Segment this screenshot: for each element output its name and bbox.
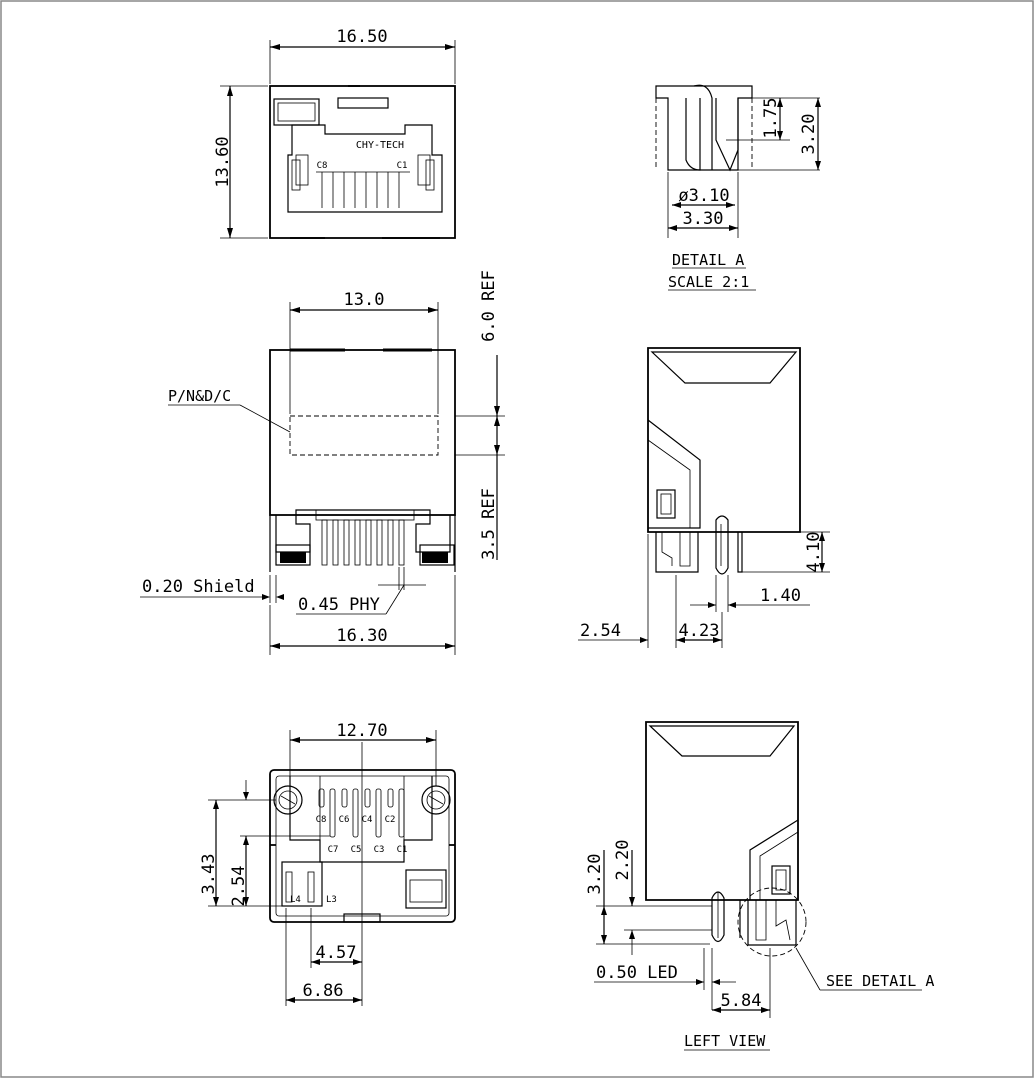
bottom-view: C8 C6 C4 C2 C7 C5 C3 C1 L4 L3 12.70 3.43 bbox=[199, 721, 456, 1006]
dim-1-75: 1.75 bbox=[761, 98, 781, 139]
dim-3-5-ref: 3.5 REF bbox=[479, 488, 499, 560]
top-view-pins bbox=[315, 509, 415, 566]
front-pin-c8: C8 bbox=[317, 161, 328, 171]
led-l4: L4 bbox=[290, 895, 301, 905]
see-detail-a-label: SEE DETAIL A bbox=[826, 972, 934, 990]
front-port-opening bbox=[287, 124, 443, 213]
pin-c2: C2 bbox=[385, 815, 396, 825]
detail-a-scale: SCALE 2:1 bbox=[668, 273, 749, 291]
dim-5-84: 5.84 bbox=[721, 991, 762, 1011]
dim-12-70: 12.70 bbox=[336, 721, 387, 741]
dim-2-54-side: 2.54 bbox=[580, 621, 621, 641]
front-pin-c1: C1 bbox=[397, 161, 408, 171]
dim-3-30: 3.30 bbox=[683, 209, 724, 229]
pin-c3: C3 bbox=[374, 845, 385, 855]
pin-c4: C4 bbox=[362, 815, 373, 825]
brand-label: CHY-TECH bbox=[356, 140, 404, 151]
dim-0-50-led: 0.50 LED bbox=[596, 963, 678, 983]
dim-13-60: 13.60 bbox=[213, 136, 233, 187]
dim-6-0-ref: 6.0 REF bbox=[479, 270, 499, 342]
bottom-pins-top-row bbox=[318, 788, 394, 808]
pn-dc-label: P/N&D/C bbox=[168, 387, 231, 405]
pin-c8: C8 bbox=[316, 815, 327, 825]
pin-c7: C7 bbox=[328, 845, 339, 855]
pin-c5: C5 bbox=[351, 845, 362, 855]
label-area bbox=[289, 415, 439, 456]
dim-0-45-phy: 0.45 PHY bbox=[298, 595, 380, 615]
dim-4-23: 4.23 bbox=[679, 621, 720, 641]
side-view: 4.10 1.40 2.54 4.23 bbox=[578, 347, 830, 648]
dim-4-10: 4.10 bbox=[804, 532, 824, 573]
led-block-right bbox=[405, 869, 447, 909]
detail-a-title: DETAIL A bbox=[672, 251, 744, 269]
dim-4-57: 4.57 bbox=[316, 943, 357, 963]
led-l3: L3 bbox=[326, 895, 337, 905]
dim-0-20-shield: 0.20 Shield bbox=[142, 577, 255, 597]
led-block-left bbox=[281, 861, 323, 907]
dim-phi-3-10: ø3.10 bbox=[678, 186, 729, 206]
front-outline bbox=[269, 85, 456, 239]
dim-3-20: 3.20 bbox=[799, 114, 819, 155]
dim-6-86: 6.86 bbox=[303, 981, 344, 1001]
dim-3-20-left: 3.20 bbox=[585, 854, 605, 895]
left-view-title: LEFT VIEW bbox=[684, 1032, 766, 1050]
detail-a: 1.75 3.20 ø3.10 3.30 DETAIL A SCALE 2:1 bbox=[655, 84, 821, 291]
left-view: 3.20 2.20 0.50 LED 5.84 SEE DETAIL A LEF… bbox=[585, 721, 934, 1051]
dim-2-20: 2.20 bbox=[613, 840, 633, 881]
pin-c6: C6 bbox=[339, 815, 350, 825]
dim-13-0: 13.0 bbox=[344, 290, 385, 310]
dim-16-50: 16.50 bbox=[336, 27, 387, 47]
dim-1-40: 1.40 bbox=[760, 586, 801, 606]
front-view: CHY-TECH C8 C1 16.50 13.60 bbox=[213, 27, 456, 239]
top-view: 13.0 6.0 REF 3.5 REF P/N&D/C 0.20 Shield… bbox=[140, 270, 505, 655]
front-contacts bbox=[316, 171, 410, 208]
dim-3-43: 3.43 bbox=[199, 854, 219, 895]
bottom-pins-bottom-row bbox=[329, 788, 405, 838]
pin-c1: C1 bbox=[397, 845, 408, 855]
dim-2-54-bottom: 2.54 bbox=[229, 866, 249, 907]
dim-16-30: 16.30 bbox=[336, 626, 387, 646]
